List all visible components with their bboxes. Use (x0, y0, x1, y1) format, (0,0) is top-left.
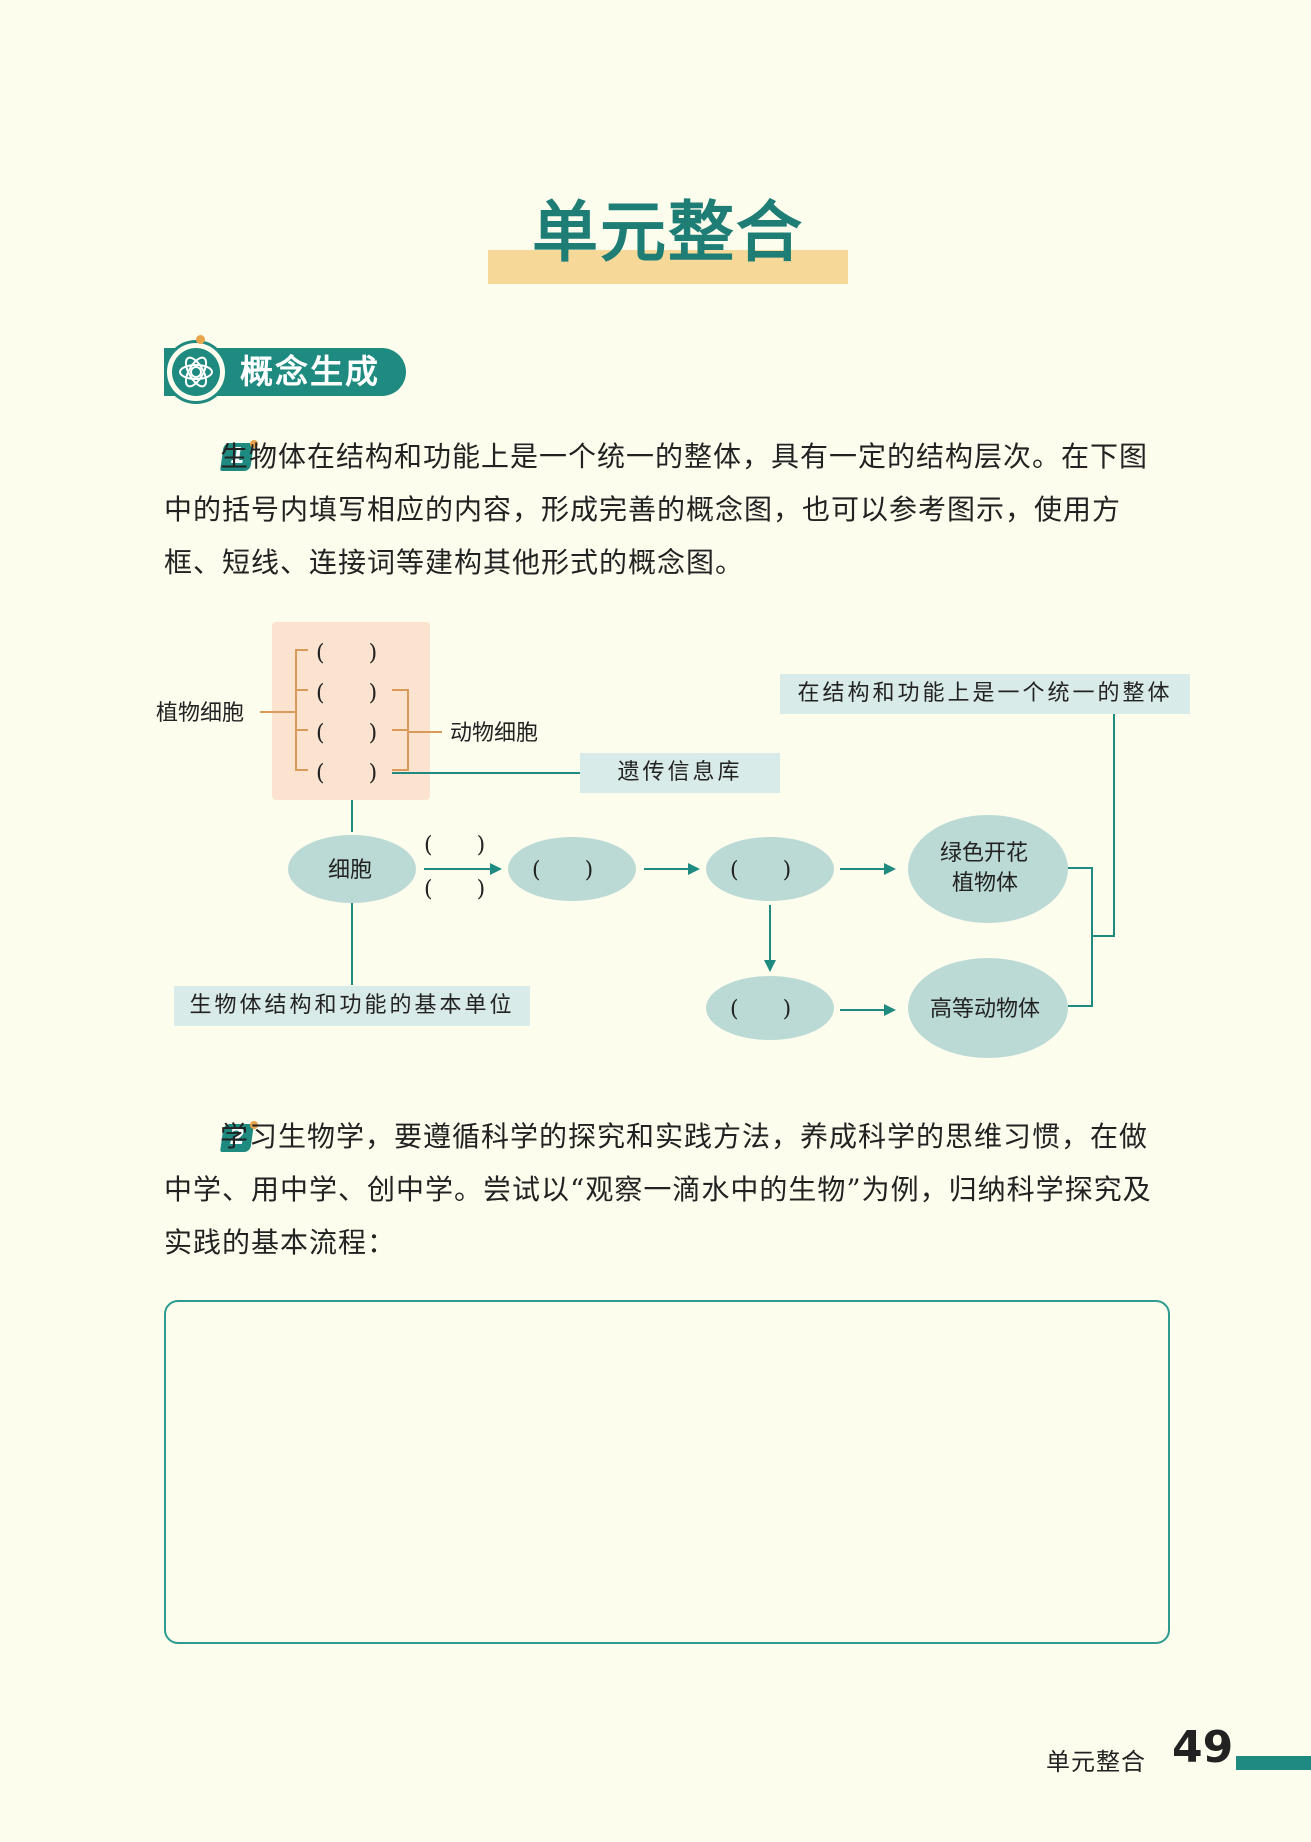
badge-dot (250, 1121, 258, 1129)
blank-process-1: ( ) (424, 833, 485, 858)
unified-whole-label: 在结构和功能上是一个统一的整体 (780, 674, 1190, 714)
badge-dot (250, 440, 258, 448)
plant-cell-label: 植物细胞 (156, 701, 244, 726)
question-2-text: 学习生物学，要遵循科学的探究和实践方法，养成科学的思维习惯，在做中学、用中学、创… (164, 1120, 1152, 1259)
answer-box[interactable] (164, 1300, 1170, 1644)
animal-cell-label: 动物细胞 (450, 721, 538, 746)
footer-label: 单元整合 (1046, 1748, 1146, 1776)
page-number: 49 (1172, 1722, 1234, 1773)
question-1-text: 生物体在结构和功能上是一个统一的整体，具有一定的结构层次。在下图中的括号内填写相… (164, 440, 1149, 579)
green-plant-label-1: 绿色开花 (940, 841, 1028, 866)
page-title: 单元整合 (532, 194, 804, 271)
section-dot (196, 335, 205, 344)
blank-organelle-3: ( ) (316, 721, 377, 746)
blank-system: ( ) (730, 997, 791, 1022)
section-title: 概念生成 (240, 352, 380, 391)
basic-unit-label: 生物体结构和功能的基本单位 (174, 986, 530, 1026)
higher-animal-label: 高等动物体 (930, 997, 1040, 1022)
cell-label: 细胞 (328, 858, 372, 883)
blank-tissue: ( ) (532, 858, 593, 883)
blank-organelle-1: ( ) (316, 641, 377, 666)
title-highlight (488, 250, 848, 284)
blank-organelle-4: ( ) (316, 761, 377, 786)
blank-process-2: ( ) (424, 877, 485, 902)
atom-icon (172, 348, 220, 396)
blank-organelle-2: ( ) (316, 681, 377, 706)
green-plant-label-2: 植物体 (952, 871, 1018, 896)
concept-map: ( ) ( ) ( ) ( ) ( ) ( ) ( ) ( ) ( ) 植物细胞… (156, 641, 1115, 1058)
gene-library-label: 遗传信息库 (580, 753, 780, 793)
footer-bar (1236, 1756, 1311, 1770)
blank-organ: ( ) (730, 858, 791, 883)
